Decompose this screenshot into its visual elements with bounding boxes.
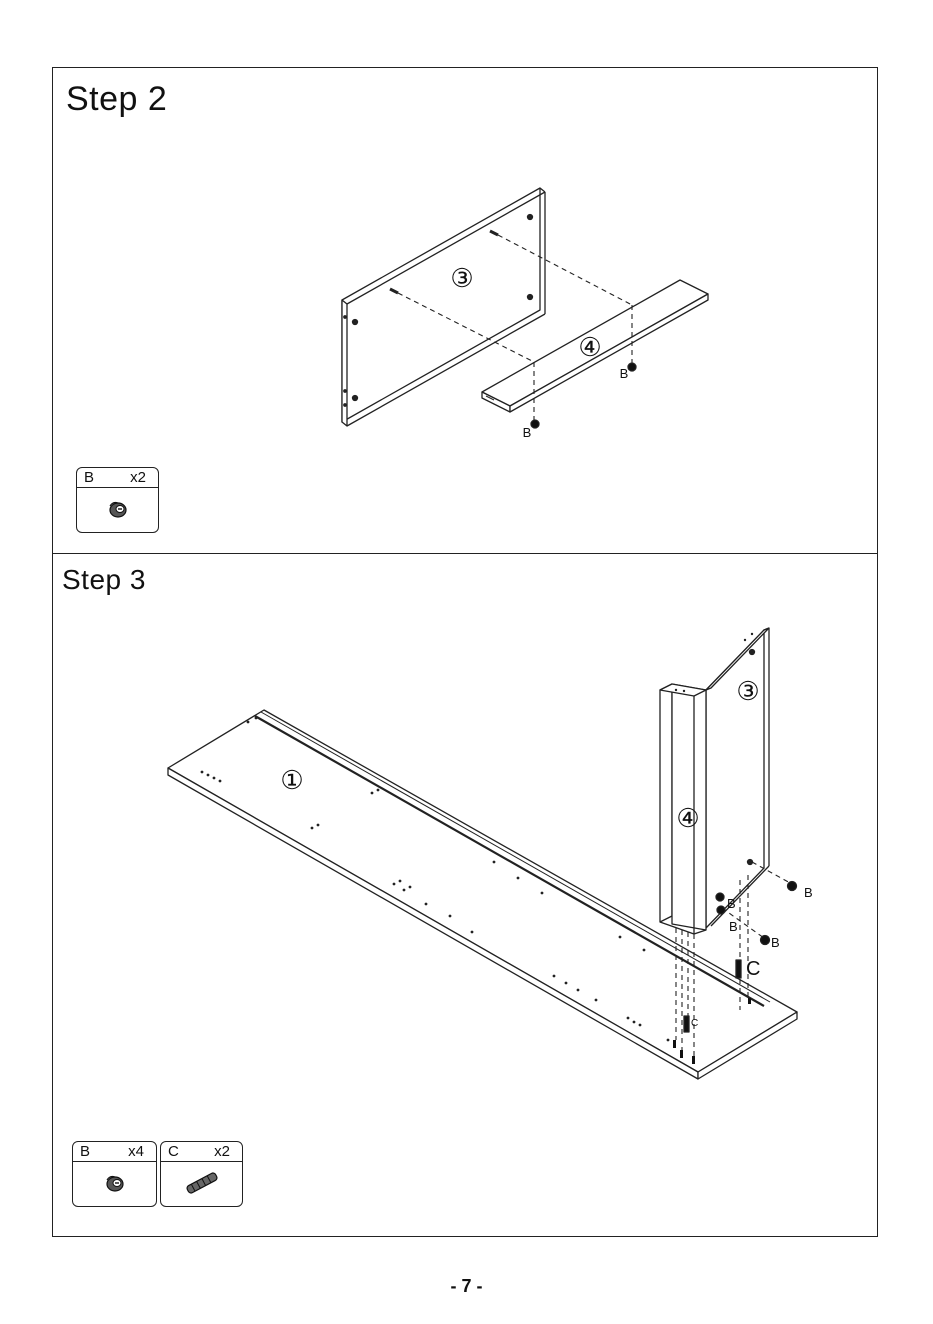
fastener-label-b: B (771, 935, 780, 950)
part-quantity: x2 (214, 1143, 230, 1160)
fastener-label-b: B (727, 896, 736, 911)
page-number: - 7 - (0, 1276, 933, 1297)
cam-lock-icon (102, 1172, 128, 1194)
panel-label-3: ③ (736, 676, 759, 706)
cam-lock-b (761, 936, 770, 945)
fastener-label-b: B (523, 425, 532, 440)
cam-lock-b (628, 363, 636, 371)
panel-3-step3 (706, 628, 769, 928)
cam-lock-icon (105, 498, 131, 520)
part-quantity: x4 (128, 1143, 144, 1160)
cam-lock-b (531, 420, 539, 428)
panel-label-3: ③ (450, 263, 473, 293)
fastener-label-b: B (804, 885, 813, 900)
dowel-icon (182, 1172, 222, 1194)
step-2-diagram: ③ ④ B B (342, 188, 708, 440)
cam-lock-b (717, 906, 725, 914)
dowel-c (736, 960, 741, 978)
step-3-diagram: ① ③ ④ B B B B C C (168, 628, 813, 1079)
fastener-label-c: C (691, 1018, 698, 1029)
fastener-label-c: C (746, 958, 760, 980)
cam-lock-b (716, 893, 724, 901)
panel-label-4: ④ (578, 332, 601, 362)
parts-box-b-step3: B x4 (72, 1141, 157, 1207)
part-code: C (168, 1143, 179, 1160)
parts-box-c-step3: C x2 (160, 1141, 243, 1207)
parts-box-b-step2: B x2 (76, 467, 159, 533)
cam-lock-b (788, 882, 797, 891)
fastener-label-b: B (620, 366, 629, 381)
part-quantity: x2 (130, 469, 146, 486)
fastener-label-b: B (729, 919, 738, 934)
panel-label-4: ④ (676, 803, 699, 833)
part-code: B (80, 1143, 90, 1160)
dowel-c (684, 1016, 689, 1032)
panel-label-1: ① (280, 765, 303, 795)
part-code: B (84, 469, 94, 486)
